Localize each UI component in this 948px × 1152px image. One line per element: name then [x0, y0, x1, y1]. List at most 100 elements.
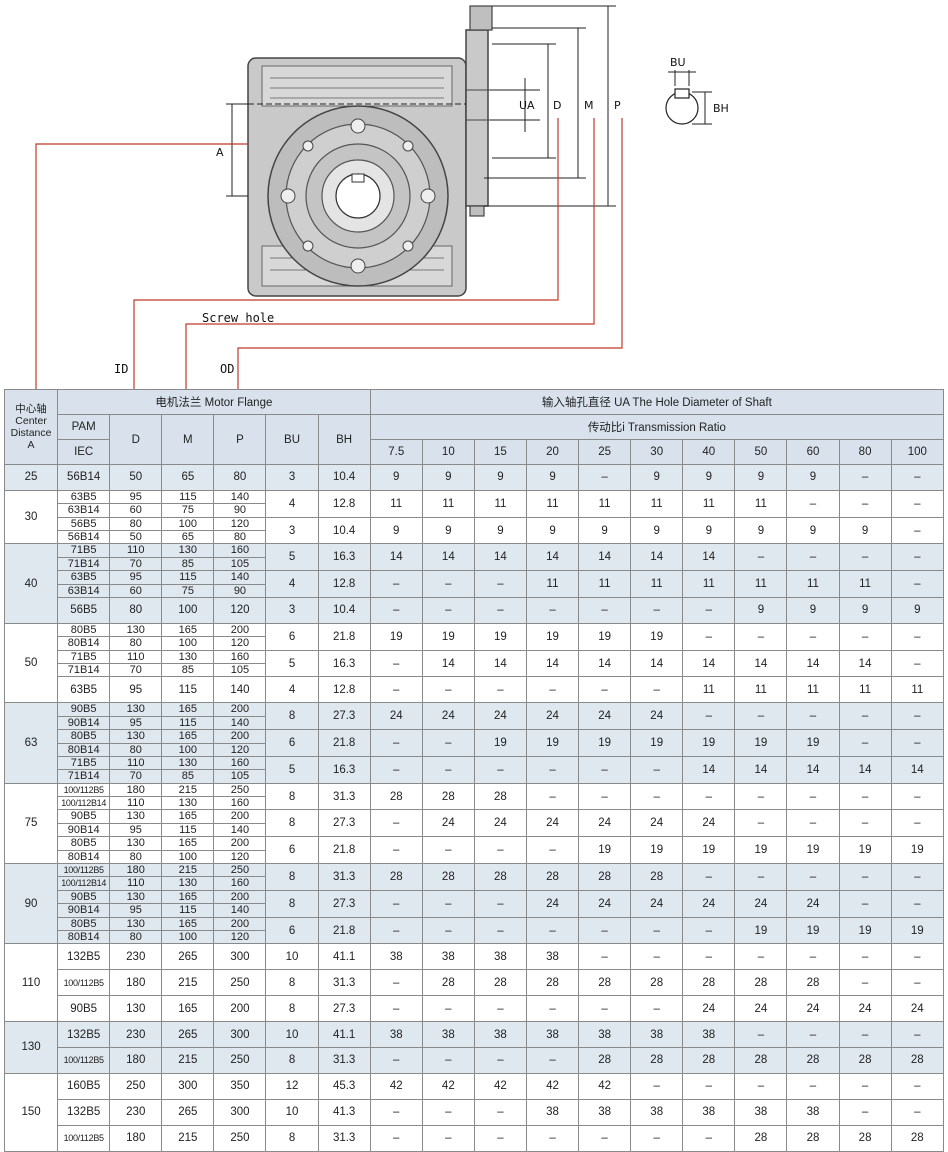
ua-cell: 11 — [786, 570, 840, 599]
ua-cell: – — [890, 943, 945, 971]
ua-cell: 38 — [369, 943, 423, 971]
ua-cell: 14 — [421, 543, 475, 572]
ua-cell: – — [369, 1124, 423, 1152]
ua-cell: – — [890, 809, 945, 838]
ua-cell: 9 — [734, 597, 788, 624]
ua-cell: – — [734, 702, 788, 731]
ua-cell: 28 — [838, 1124, 892, 1152]
bu-cell: 4 — [265, 570, 319, 599]
header-ratio: 40 — [682, 439, 736, 465]
ua-cell: – — [890, 702, 945, 731]
bh-cell: 31.3 — [317, 782, 371, 811]
label-d: D — [553, 99, 561, 112]
ua-cell: – — [890, 464, 945, 491]
ua-cell: – — [734, 782, 788, 811]
ua-cell: – — [369, 809, 423, 838]
ua-cell: 24 — [369, 702, 423, 731]
ua-cell: 24 — [786, 889, 840, 918]
ua-cell: 38 — [578, 1021, 632, 1048]
ua-cell: – — [369, 649, 423, 678]
ua-cell: – — [578, 464, 632, 491]
ua-cell: 9 — [786, 516, 840, 545]
table-header: 中心轴 Center Distance A 电机法兰 Motor Flange … — [3, 389, 945, 465]
m-cell: 215 — [161, 969, 215, 997]
ua-cell: – — [838, 782, 892, 811]
bh-cell: 10.4 — [317, 516, 371, 545]
ua-cell: – — [786, 943, 840, 971]
ua-cell: 28 — [630, 1046, 684, 1074]
ua-cell: – — [734, 809, 788, 838]
header-ratio: 7.5 — [369, 439, 423, 465]
ua-cell: 28 — [890, 1124, 945, 1152]
ua-cell: – — [630, 916, 684, 945]
m-cell: 215 — [161, 1124, 215, 1152]
ua-cell: 24 — [421, 809, 475, 838]
ua-cell: 14 — [682, 649, 736, 678]
ua-cell: 28 — [473, 863, 527, 891]
ua-cell: – — [369, 1098, 423, 1126]
ua-cell: 38 — [525, 1021, 580, 1048]
d-cell: 95 — [109, 676, 163, 704]
header-iec: IEC — [57, 439, 111, 465]
header-bu: BU — [265, 414, 319, 465]
ua-cell: – — [682, 1072, 736, 1100]
gearbox-diagram: A UA D M P BU BH Screw hole ID OD — [35, 5, 729, 390]
iec-cell: 100/112B5 — [57, 1046, 111, 1074]
p-cell: 300 — [213, 1098, 267, 1126]
ua-cell: 9 — [682, 516, 736, 545]
ua-cell: 11 — [682, 489, 736, 518]
ua-cell: 38 — [473, 943, 527, 971]
ua-cell: 24 — [473, 809, 527, 838]
ua-cell: – — [734, 622, 788, 651]
bh-cell: 21.8 — [317, 836, 371, 865]
ua-cell: – — [786, 1021, 840, 1048]
ua-cell: 28 — [734, 1124, 788, 1152]
p-cell: 300 — [213, 943, 267, 971]
bh-cell: 31.3 — [317, 863, 371, 891]
ua-cell: 24 — [734, 995, 788, 1023]
p-cell: 80 — [213, 464, 267, 491]
ua-cell: – — [682, 782, 736, 811]
ua-cell: – — [630, 676, 684, 704]
center-distance-cell: 30 — [3, 489, 59, 545]
ua-cell: – — [421, 889, 475, 918]
ua-cell: – — [838, 1098, 892, 1126]
bu-cell: 10 — [265, 943, 319, 971]
ua-cell: – — [838, 969, 892, 997]
ua-cell: – — [890, 543, 945, 572]
ua-cell: 28 — [630, 863, 684, 891]
ua-cell: 19 — [421, 622, 475, 651]
ua-cell: – — [786, 489, 840, 518]
ua-cell: 38 — [525, 1098, 580, 1126]
ua-cell: – — [786, 543, 840, 572]
bu-cell: 6 — [265, 836, 319, 865]
label-ua: UA — [519, 99, 535, 112]
d-cell: 130 — [109, 995, 163, 1023]
bu-cell: 8 — [265, 1124, 319, 1152]
ua-cell: 19 — [734, 916, 788, 945]
ua-cell: – — [682, 943, 736, 971]
label-id: ID — [114, 362, 128, 376]
m-cell: 300 — [161, 1072, 215, 1100]
ua-cell: – — [838, 889, 892, 918]
header-transmission-ratio: 传动比i Transmission Ratio — [369, 414, 945, 440]
header-motor-flange: 电机法兰 Motor Flange — [57, 389, 371, 415]
ua-cell: 9 — [734, 464, 788, 491]
ua-cell: – — [525, 1046, 580, 1074]
ua-cell: 14 — [786, 755, 840, 784]
